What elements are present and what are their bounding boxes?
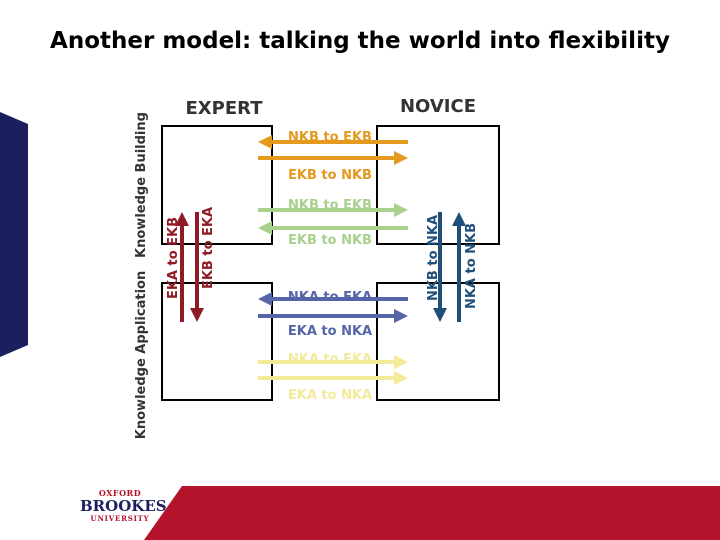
arrow-label: NKB to NKA	[426, 215, 441, 301]
vertical-arrow: NKA to NKB	[452, 212, 479, 322]
arrow-label: NKA to EKA	[288, 352, 372, 367]
arrow-head	[394, 203, 408, 217]
arrow-head	[394, 355, 408, 369]
arrow-head	[452, 212, 466, 226]
arrow-head	[394, 371, 408, 385]
left-accent-bar	[0, 112, 28, 357]
horizontal-arrow: NKA to EKA	[258, 352, 408, 369]
expert-building-box	[161, 125, 273, 245]
logo-line-1: OXFORD	[98, 488, 142, 498]
vertical-arrow: EKB to EKA	[190, 207, 216, 322]
horizontal-arrow: NKB to EKB	[258, 198, 408, 217]
arrow-head	[394, 151, 408, 165]
footer-bar	[144, 486, 720, 540]
vertical-arrow: EKA to EKB	[166, 212, 189, 322]
horizontal-arrow: NKA to EKA	[258, 290, 408, 306]
arrow-label: NKA to EKA	[288, 290, 372, 305]
arrow-head	[190, 308, 204, 322]
logo-line-3: UNIVERSITY	[90, 514, 150, 523]
axis-label-knowledge-building: Knowledge Building	[134, 112, 149, 258]
horizontal-arrow: EKB to NKB	[258, 151, 408, 183]
oxford-brookes-logo: OXFORD BROOKES UNIVERSITY	[80, 488, 167, 532]
arrow-head	[258, 292, 272, 306]
arrow-label: NKB to EKB	[288, 198, 372, 213]
logo-line-2: BROOKES	[80, 497, 167, 515]
slide-title: Another model: talking the world into fl…	[50, 28, 670, 54]
arrow-label: EKB to EKA	[201, 207, 216, 289]
horizontal-arrow: EKA to NKA	[258, 309, 408, 339]
arrow-head	[433, 308, 447, 322]
arrow-label: EKA to NKA	[288, 388, 372, 403]
horizontal-arrow: EKA to NKA	[258, 371, 408, 403]
expert-application-box	[161, 282, 273, 401]
arrow-head	[394, 309, 408, 323]
arrow-label: EKA to NKA	[288, 324, 372, 339]
arrow-label: NKB to EKB	[288, 130, 372, 145]
expert-header: EXPERT	[186, 98, 264, 119]
vertical-arrow: NKB to NKA	[426, 212, 447, 322]
arrow-head	[258, 135, 272, 149]
horizontal-arrow: NKB to EKB	[258, 130, 408, 149]
arrow-label: NKA to NKB	[464, 223, 479, 309]
arrow-head	[258, 221, 272, 235]
arrow-head	[175, 212, 189, 226]
arrow-label: EKA to EKB	[166, 217, 181, 299]
novice-header: NOVICE	[400, 96, 476, 117]
arrow-label: EKB to NKB	[288, 168, 372, 183]
horizontal-arrow: EKB to NKB	[258, 221, 408, 248]
arrow-label: EKB to NKB	[288, 233, 372, 248]
axis-label-knowledge-application: Knowledge Application	[134, 271, 149, 439]
